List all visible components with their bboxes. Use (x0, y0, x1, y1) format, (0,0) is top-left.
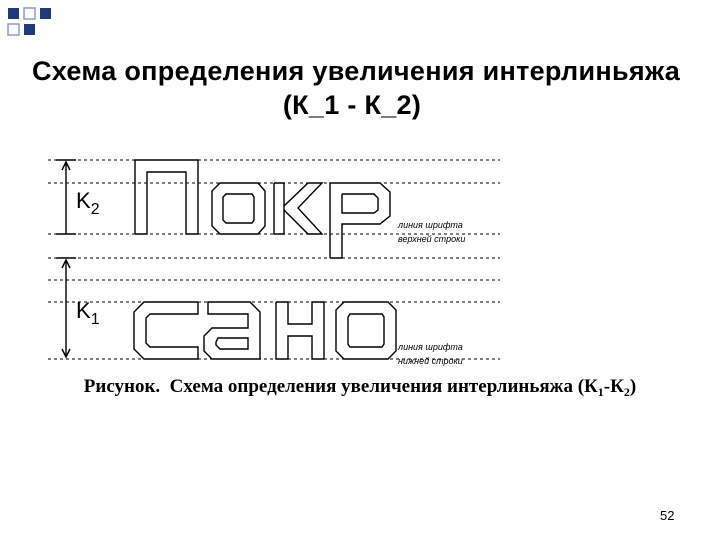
glyph-en (275, 301, 325, 360)
annotation-top: линия шрифта верхней строки (397, 220, 465, 244)
leading-diagram: K2 K1 линия шрифта верхней строки линия … (48, 159, 500, 366)
decor-square-outline-1 (23, 7, 36, 20)
decor-square-solid-2 (40, 8, 51, 19)
annotation-top-line-1: линия шрифта (397, 220, 463, 230)
caption-text: Схема определения увеличения интерлиньяж… (169, 376, 598, 397)
decor-square-solid-3 (24, 24, 35, 35)
caption-subscript-1: 1 (597, 385, 604, 399)
dimension-k2-arrow-up (61, 160, 71, 171)
slide-title-line-1: Схема определения увеличения интерлиньяж… (31, 56, 681, 86)
figure-caption: Рисунок. Схема определения увеличения ин… (0, 376, 720, 399)
dimension-k1-arrow-up (61, 258, 71, 269)
decor-square-outline-2 (7, 23, 20, 36)
glyph-pe (134, 159, 199, 235)
page-number: 52 (660, 508, 675, 523)
annotation-bottom-line-2: нижней строки (398, 356, 463, 366)
annotation-bottom-line-1: линия шрифта (397, 342, 463, 352)
top-row-letters (134, 159, 391, 259)
glyph-ka-stem (273, 182, 285, 235)
glyph-o-bottom-inner (347, 313, 385, 348)
glyph-o-bottom (335, 301, 397, 360)
annotation-bottom: линия шрифта нижней строки (397, 342, 463, 366)
dimension-k1-arrow-down (61, 348, 71, 359)
label-k2: K2 (76, 188, 100, 218)
caption-prefix: Рисунок. (83, 376, 161, 397)
glyph-er (329, 182, 391, 259)
glyph-er-bowl (341, 193, 379, 214)
glyph-a-inner (215, 337, 249, 350)
dimension-k1 (56, 257, 76, 359)
glyph-es (133, 301, 199, 360)
caption-end: ) (629, 376, 637, 397)
decor-square-solid-1 (8, 8, 19, 19)
caption-dash: -К (603, 376, 624, 397)
glyph-o-top-inner (222, 193, 255, 224)
corner-decoration (7, 7, 51, 36)
bottom-row-letters (133, 301, 397, 360)
dimension-k2 (56, 159, 76, 235)
annotation-top-line-2: верхней строки (398, 234, 465, 244)
slide-title-line-2: (К_1 - К_2) (282, 90, 422, 120)
caption-subscript-2: 2 (623, 385, 630, 399)
glyph-ka-arms (283, 182, 324, 235)
glyph-o-top (211, 182, 266, 235)
glyph-a (203, 301, 261, 360)
